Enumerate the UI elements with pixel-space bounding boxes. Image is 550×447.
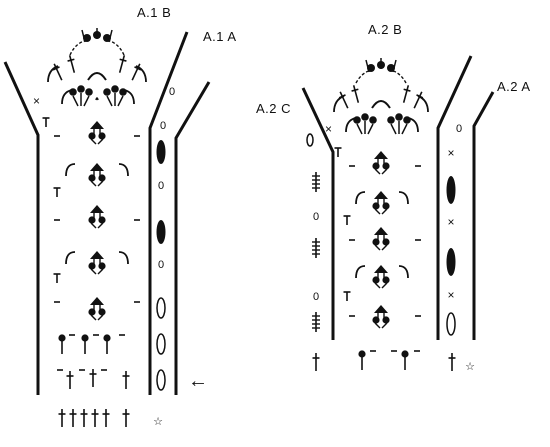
a2c-column: 0 0 xyxy=(306,133,321,372)
a2-body-rows xyxy=(342,150,422,329)
a1-body-rows xyxy=(52,120,141,390)
a1a-oval-3: 0 xyxy=(158,180,164,192)
a1b-fan: × xyxy=(33,28,147,128)
a2-inner-right-border xyxy=(436,55,473,340)
a2a-cross-2: × xyxy=(447,215,454,229)
a2c-oval-2: 0 xyxy=(313,291,319,303)
a1-cross-symbol: × xyxy=(33,94,40,108)
a2-outer-right-border xyxy=(472,91,495,340)
a2a-column: 0 × × × xyxy=(446,123,462,336)
a1a-column: 0 0 0 0 xyxy=(156,86,175,391)
a2b-fan: × xyxy=(325,58,429,158)
a1-inner-right-border xyxy=(148,31,189,395)
label-a1a: A.1 A xyxy=(203,29,237,44)
a1-base-row: ☆ xyxy=(57,408,163,428)
label-a2a: A.2 A xyxy=(497,79,531,94)
a2-cross-symbol-top: × xyxy=(325,122,332,136)
a2a-oval-1: 0 xyxy=(456,123,462,135)
label-a1b: A.1 B xyxy=(137,5,172,20)
a2-star-icon: ☆ xyxy=(465,361,475,373)
a1a-oval-2: 0 xyxy=(160,120,166,132)
a2-left-border xyxy=(301,87,335,340)
chart-a2: × 0 0 xyxy=(301,55,495,373)
label-a2c: A.2 C xyxy=(256,101,292,116)
a2c-oval-1: 0 xyxy=(313,211,319,223)
a1a-oval-1: 0 xyxy=(169,86,175,98)
a1-left-border xyxy=(3,61,40,395)
a1-outer-right-border xyxy=(174,81,211,395)
start-arrow-icon: ← xyxy=(188,370,208,392)
a2a-cross-3: × xyxy=(447,288,454,302)
a1-star-icon: ☆ xyxy=(153,416,163,428)
a1a-oval-4: 0 xyxy=(158,259,164,271)
a2-base-row: ☆ xyxy=(357,349,475,373)
chart-a1: × xyxy=(3,28,211,428)
label-a2b: A.2 B xyxy=(368,22,403,37)
a2a-cross-1: × xyxy=(447,146,454,160)
